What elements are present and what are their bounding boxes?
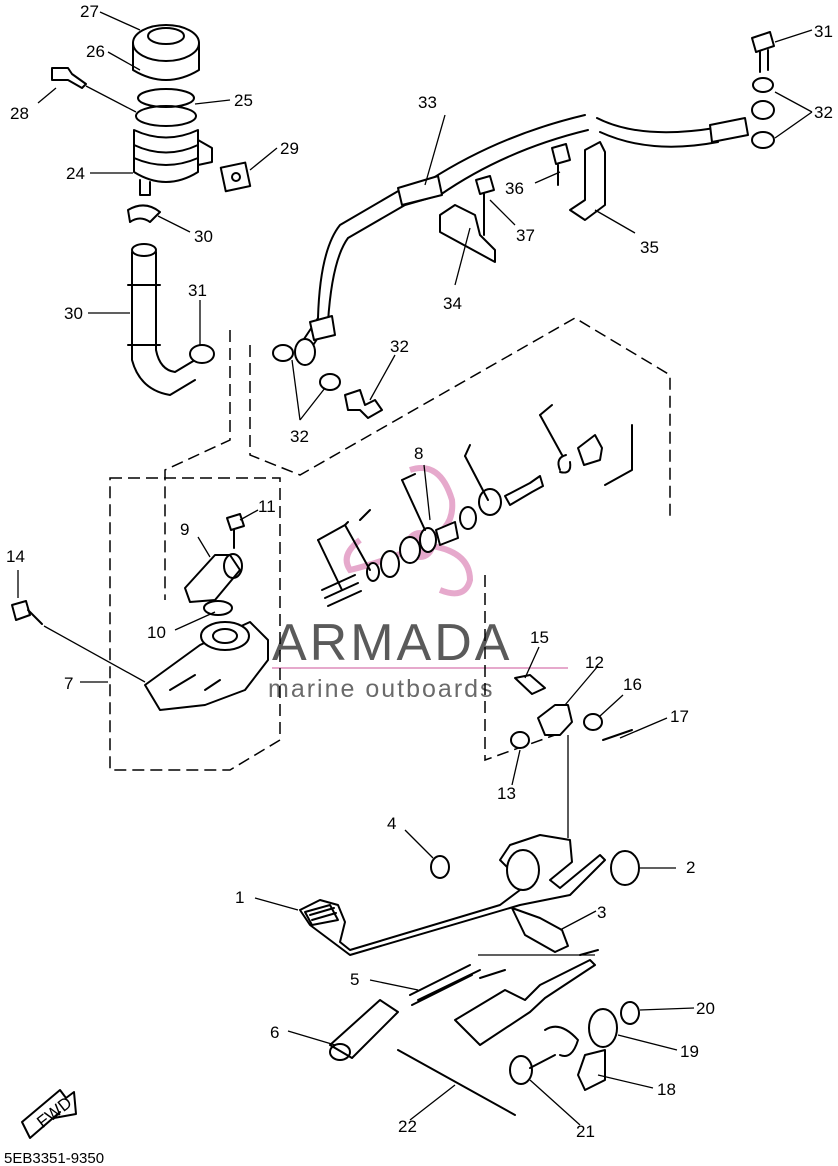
- callout-4: 4: [387, 814, 396, 833]
- callout-20: 20: [696, 999, 715, 1018]
- callout-33: 33: [418, 93, 437, 112]
- callout-19: 19: [680, 1042, 699, 1061]
- callout-3: 3: [597, 903, 606, 922]
- hose-29: [127, 243, 215, 396]
- callout-28: 29: [280, 139, 299, 158]
- callout-30a: 30: [194, 227, 213, 246]
- callout-34: 34: [443, 294, 462, 313]
- master-cylinder-7: [11, 513, 269, 711]
- brake-hose-33: [294, 114, 749, 366]
- callout-27: 28: [10, 104, 29, 123]
- callout-31b: 32: [390, 337, 409, 356]
- bracket-34: [439, 175, 496, 263]
- callout-17: 17: [670, 707, 689, 726]
- callout-36: 36: [505, 179, 524, 198]
- clevis-12: [510, 674, 633, 749]
- callout-25: 26: [86, 42, 105, 61]
- callout-37: 37: [516, 226, 535, 245]
- bolt-31-top: [751, 31, 775, 149]
- bolt-31-lower: [272, 344, 383, 419]
- callout-18: 18: [657, 1080, 676, 1099]
- leader-lines: [17, 11, 813, 1126]
- callout-12: 12: [585, 653, 604, 672]
- fwd-arrow-icon: FWD: [21, 1089, 77, 1139]
- callout-16: 16: [623, 675, 642, 694]
- callout-32a: 32: [814, 103, 833, 122]
- callout-6: 6: [270, 1023, 279, 1042]
- callout-9: 9: [180, 520, 189, 539]
- callout-8: 8: [414, 444, 423, 463]
- callout-23: 24: [66, 164, 85, 183]
- callout-22: 22: [398, 1117, 417, 1136]
- callout-2: 2: [686, 858, 695, 877]
- callout-14: 14: [6, 547, 25, 566]
- watermark-logo: ARMADA marine outboards: [268, 465, 568, 703]
- brake-pedal-1: [299, 834, 640, 1116]
- callout-labels: 27 26 25 28 24 29 30 30 31 31 32 33 36 3…: [6, 2, 833, 1141]
- watermark-subtitle: marine outboards: [268, 675, 495, 703]
- callout-11: 11: [258, 497, 276, 516]
- callout-31a: 31: [814, 22, 833, 41]
- callout-1: 1: [235, 888, 244, 907]
- bracket-35: [551, 141, 606, 221]
- callout-5: 5: [350, 970, 359, 989]
- callout-26: 27: [80, 2, 99, 21]
- callout-15: 15: [530, 628, 549, 647]
- callout-32b: 32: [290, 427, 309, 446]
- callout-30b: 31: [188, 281, 207, 300]
- callout-7: 7: [64, 674, 73, 693]
- callout-21: 21: [576, 1122, 595, 1141]
- callout-35: 35: [640, 238, 659, 257]
- callout-10: 10: [147, 623, 166, 642]
- group-outlines: [109, 317, 671, 771]
- watermark-title: ARMADA: [272, 614, 512, 672]
- callout-24: 25: [234, 91, 253, 110]
- reservoir-assembly: [51, 24, 252, 223]
- callout-13: 13: [497, 784, 516, 803]
- callout-29: 30: [64, 304, 83, 323]
- piston-kit-8: [317, 404, 633, 607]
- diagram-code: 5EB3351-9350: [4, 1150, 104, 1166]
